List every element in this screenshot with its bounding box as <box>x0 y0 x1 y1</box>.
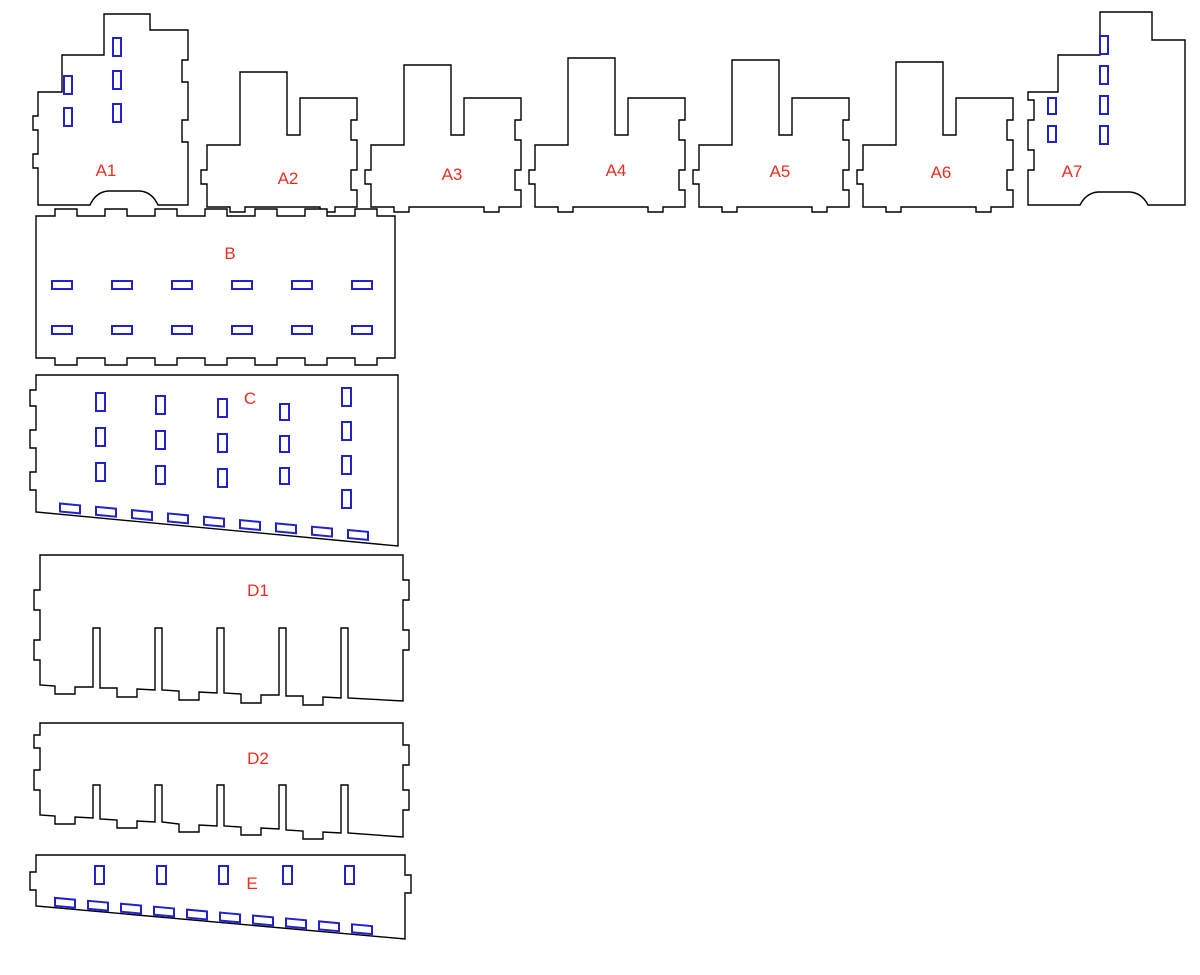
part-a3-outline <box>364 64 522 213</box>
part-d2-outline <box>33 722 410 840</box>
part-e-label: E <box>246 874 257 893</box>
part-a4-outline <box>528 57 686 213</box>
part-e-outline <box>29 854 412 940</box>
slot <box>51 280 73 290</box>
slot <box>341 387 352 407</box>
part-a1-label: A1 <box>96 161 117 180</box>
slot <box>217 433 228 453</box>
slot <box>95 392 106 412</box>
part-c-slant-slot-row <box>59 502 369 541</box>
slot <box>291 280 313 290</box>
slot <box>344 865 355 885</box>
slot <box>186 908 208 921</box>
part-a7-slots <box>1047 35 1109 145</box>
slot <box>1099 65 1109 85</box>
part-a2-label: A2 <box>278 169 299 188</box>
slot <box>341 421 352 441</box>
part-d1-label: D1 <box>247 581 269 600</box>
part-a1-outline <box>32 13 189 206</box>
part-a1-slots <box>63 37 122 127</box>
slot <box>218 865 229 885</box>
slot <box>94 865 105 885</box>
slot <box>59 502 81 515</box>
part-e-slots <box>54 865 373 936</box>
part-labels: A1 A2 A3 A4 A5 A6 A7 B C D1 D2 E <box>96 161 1083 893</box>
slot <box>111 325 133 335</box>
slot <box>279 435 290 453</box>
slot <box>1047 125 1057 143</box>
slot <box>275 522 297 535</box>
slot <box>279 467 290 485</box>
slot <box>1099 125 1109 145</box>
slot <box>347 528 369 541</box>
part-a7-outline <box>1027 11 1186 206</box>
slot <box>95 505 117 518</box>
part-c-slots <box>59 387 369 541</box>
slot-cutouts <box>51 35 1109 936</box>
slot <box>318 920 340 933</box>
slot <box>203 515 225 528</box>
part-d2-label: D2 <box>247 749 269 768</box>
slot <box>155 395 166 415</box>
slot <box>1047 97 1057 115</box>
slot <box>1099 95 1109 115</box>
slot <box>351 280 373 290</box>
slot <box>239 518 261 532</box>
slot <box>95 427 106 447</box>
slot <box>231 280 253 290</box>
part-outlines <box>29 11 1186 940</box>
slot <box>112 103 122 123</box>
slot <box>63 107 73 127</box>
slot <box>231 325 253 335</box>
slot <box>153 905 175 918</box>
part-b-label: B <box>224 244 235 263</box>
slot <box>155 430 166 450</box>
slot <box>351 923 373 936</box>
slot <box>341 489 352 509</box>
part-a6-label: A6 <box>931 163 952 182</box>
slot <box>156 865 167 885</box>
part-c-outline <box>29 374 399 547</box>
slot <box>155 465 166 485</box>
part-a2-outline <box>200 71 358 213</box>
slot <box>219 911 241 924</box>
slot <box>341 455 352 475</box>
slot <box>285 917 307 930</box>
slot <box>87 899 109 912</box>
slot <box>54 896 76 909</box>
slot <box>131 509 153 522</box>
slot <box>217 468 228 488</box>
slot <box>282 865 293 885</box>
slot <box>171 280 193 290</box>
part-a6-outline <box>856 61 1014 213</box>
part-b-outline <box>35 208 396 366</box>
slot <box>111 280 133 290</box>
slot <box>51 325 73 335</box>
part-b-slots <box>51 280 373 335</box>
part-c-label: C <box>244 389 256 408</box>
part-e-slant-slot-row <box>54 896 373 936</box>
part-a7-label: A7 <box>1062 162 1083 181</box>
part-a3-label: A3 <box>442 165 463 184</box>
slot <box>279 403 290 421</box>
part-a5-label: A5 <box>770 162 791 181</box>
slot <box>95 462 106 482</box>
slot <box>217 398 228 418</box>
slot <box>112 37 122 57</box>
slot <box>112 70 122 90</box>
slot <box>311 525 333 538</box>
slot <box>351 325 373 335</box>
slot <box>1099 35 1109 55</box>
part-a4-label: A4 <box>606 161 627 180</box>
part-d1-outline <box>33 554 410 706</box>
part-a5-outline <box>692 59 850 213</box>
slot <box>167 512 189 525</box>
slot <box>63 75 73 95</box>
slot <box>120 902 142 915</box>
slot <box>291 325 313 335</box>
slot <box>252 914 274 927</box>
slot <box>171 325 193 335</box>
